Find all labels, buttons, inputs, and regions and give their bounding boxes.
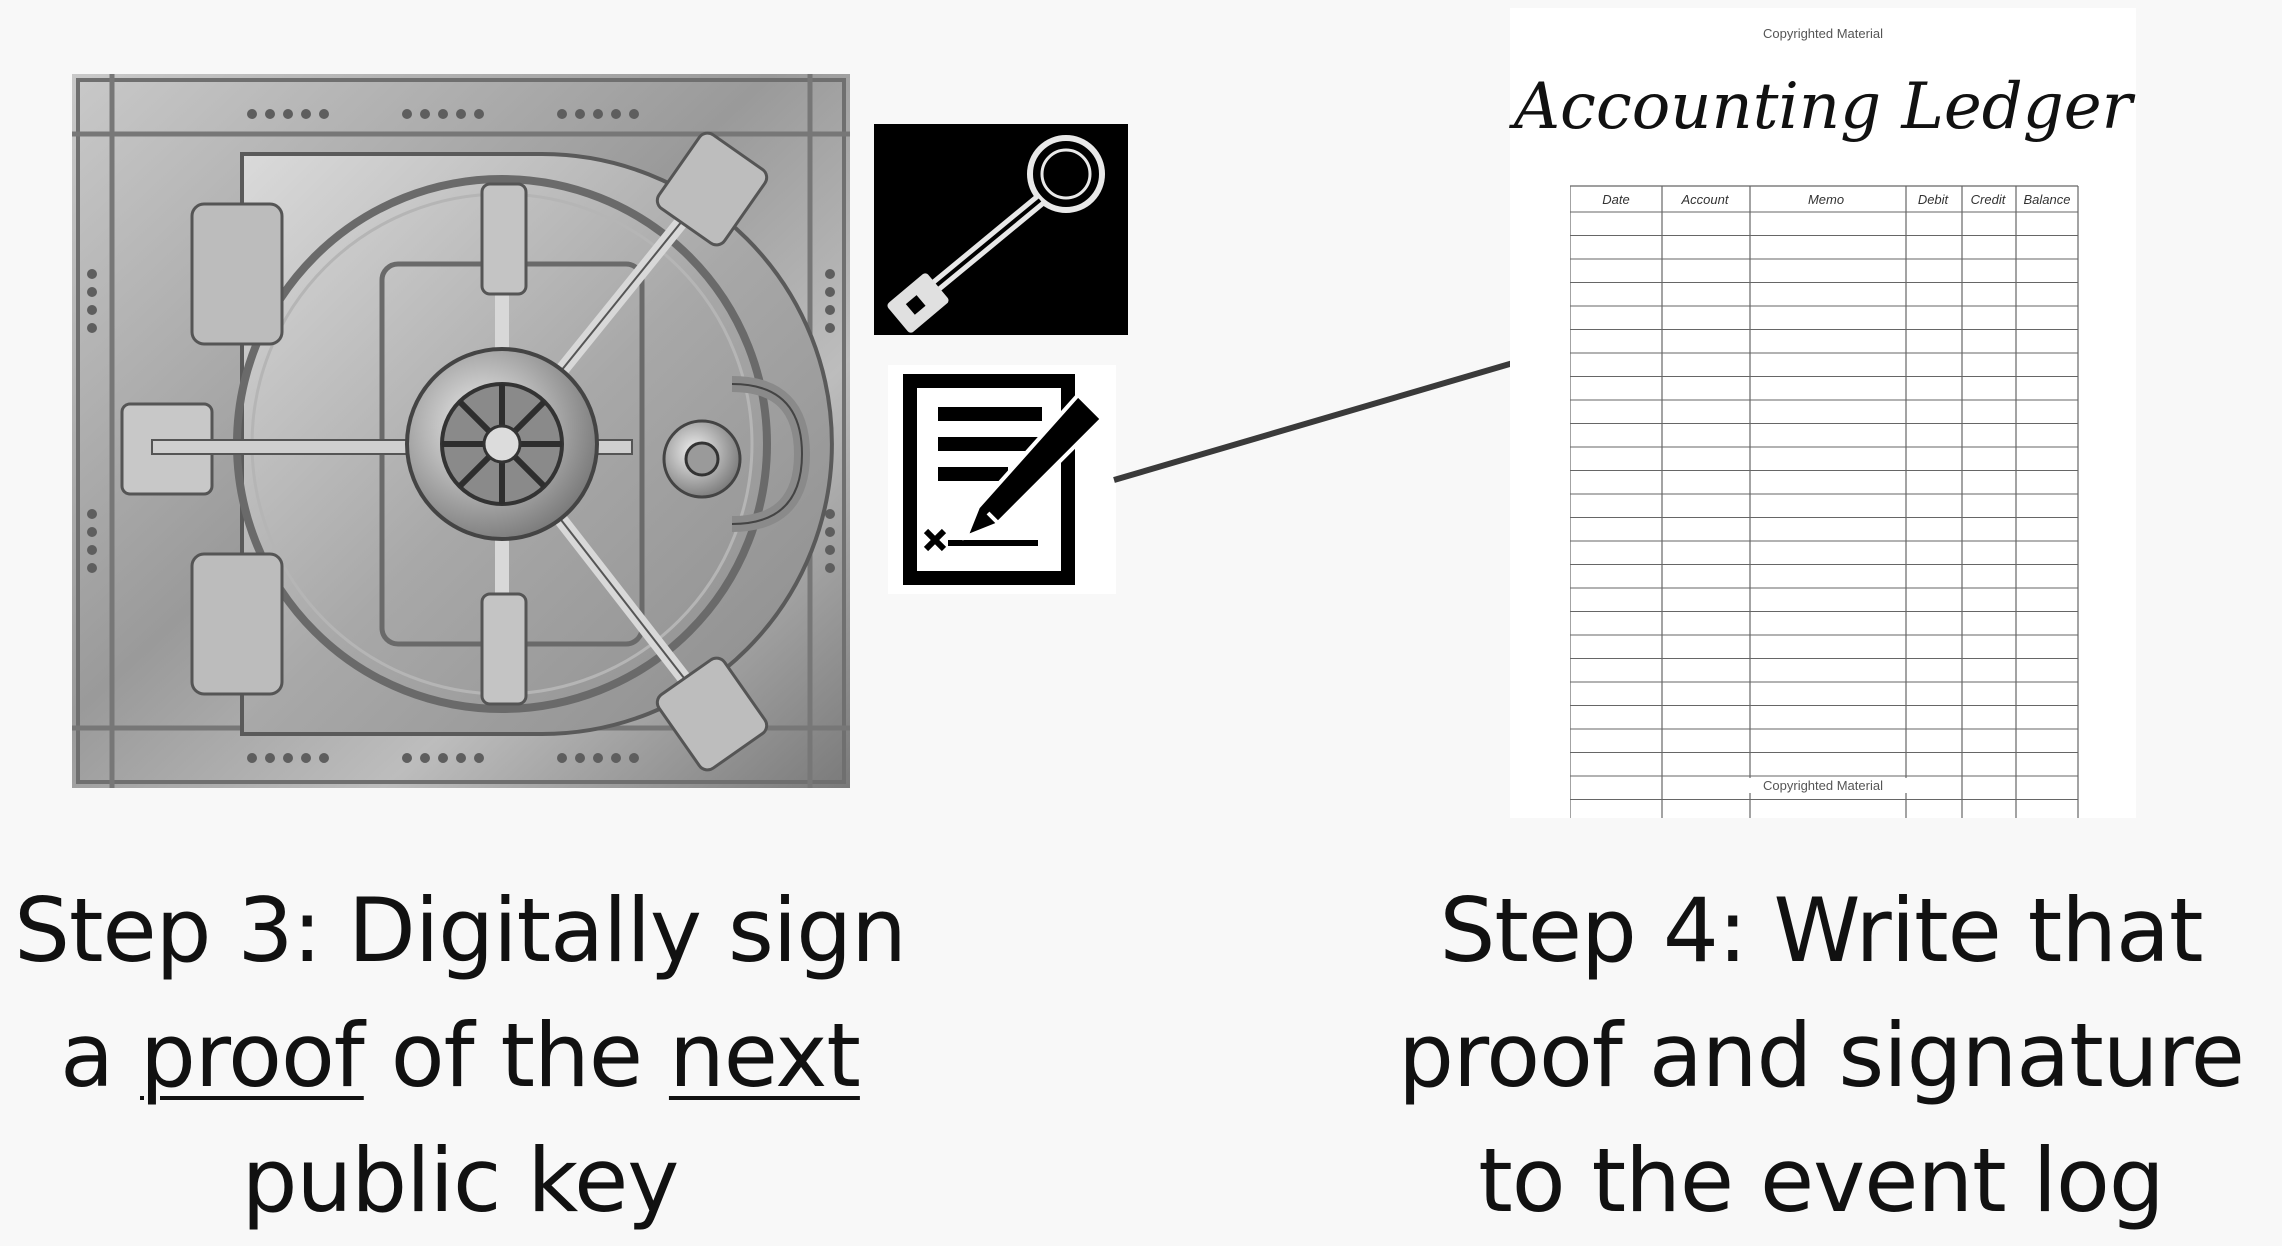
step-3-line-3: public key — [241, 1129, 680, 1232]
step-3-line-2-prefix: a — [60, 1004, 141, 1107]
ledger-copyright-bottom: Copyrighted Material — [1723, 778, 1923, 793]
step-4-line-3: to the event log — [1478, 1129, 2164, 1232]
ledger-title: Accounting Ledger — [1513, 70, 2133, 144]
step-3-caption: Step 3: Digitally sign a proof of the ne… — [0, 868, 920, 1243]
ledger-col-balance: Balance — [2024, 192, 2071, 207]
ledger-col-account: Account — [1681, 192, 1730, 207]
step-4-caption: Step 4: Write that proof and signature t… — [1360, 868, 2282, 1243]
ledger-grid — [1570, 185, 2079, 818]
ledger-page: Copyrighted Material Accounting Ledger D… — [1510, 8, 2136, 818]
step-3-line-2: a proof of the next — [0, 993, 920, 1118]
ledger-col-date: Date — [1602, 192, 1629, 207]
ledger-col-credit: Credit — [1971, 192, 2007, 207]
step-3-line-2-middle: of the — [363, 1004, 669, 1107]
sign-tile — [888, 365, 1116, 594]
step-3-proof-word: proof — [140, 1004, 365, 1107]
key-icon — [887, 135, 1105, 333]
ledger-col-memo: Memo — [1808, 192, 1844, 207]
vault-door-icon — [72, 74, 850, 788]
signed-document-icon — [903, 374, 1105, 585]
ledger-col-debit: Debit — [1918, 192, 1950, 207]
step-4-line-1: Step 4: Write that — [1439, 879, 2204, 982]
key-tile — [874, 124, 1128, 335]
step-3-next-word: next — [668, 1004, 861, 1107]
step-4-line-2: proof and signature — [1398, 1004, 2245, 1107]
ledger-copyright-top: Copyrighted Material — [1763, 26, 1883, 41]
step-3-line-1: Step 3: Digitally sign — [14, 879, 907, 982]
